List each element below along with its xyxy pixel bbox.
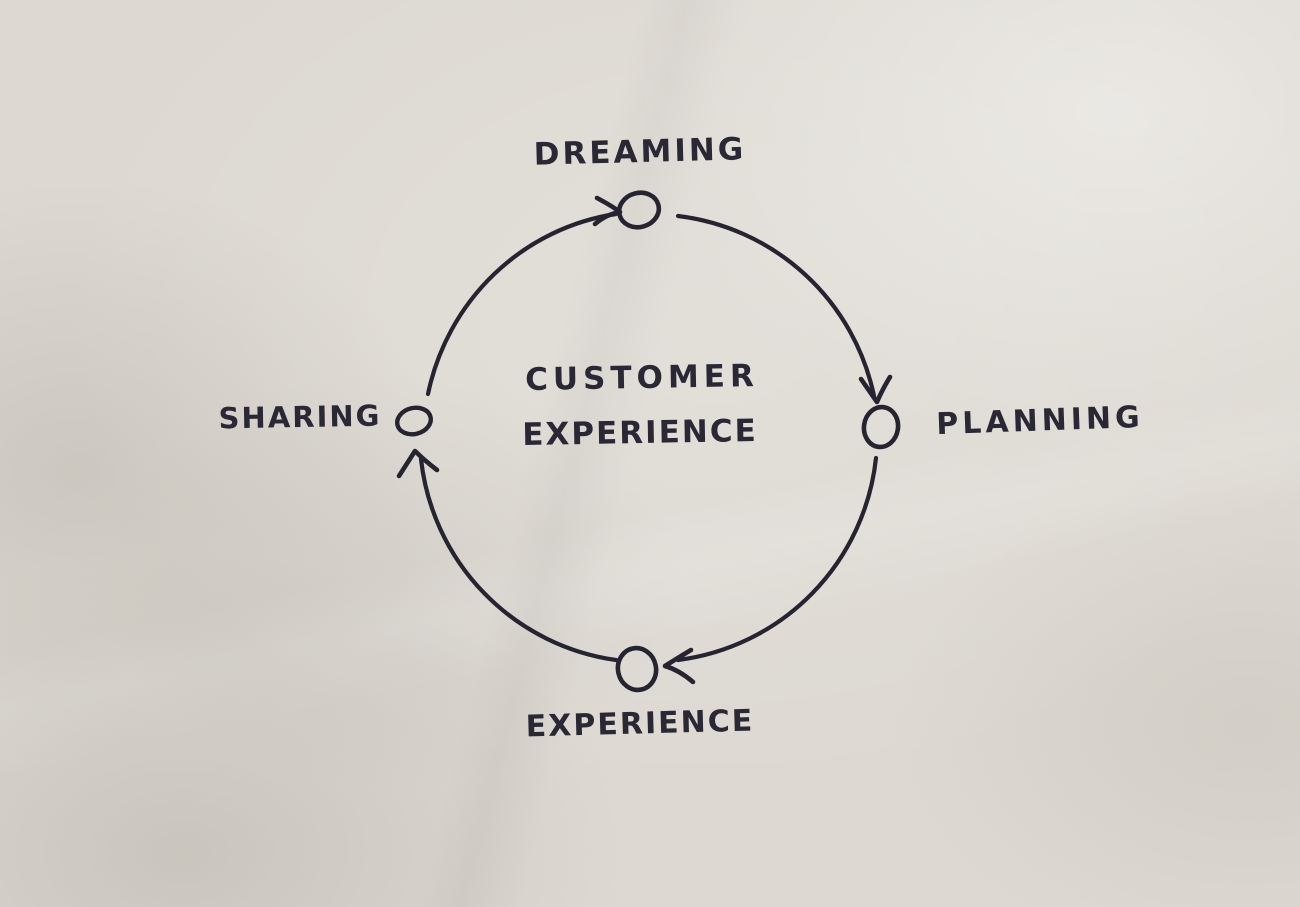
node-circle-sharing [395, 405, 433, 437]
center-label-line2: EXPERIENCE [521, 412, 759, 454]
center-label-line1: CUSTOMER [524, 357, 760, 399]
node-circle-experience [615, 645, 659, 693]
node-label-sharing: SHARING [218, 398, 382, 436]
node-label-dreaming: DREAMING [533, 131, 747, 173]
node-circle-dreaming [616, 190, 662, 230]
node-label-experience: EXPERIENCE [525, 703, 755, 745]
edge-experience-to-sharing [418, 456, 619, 663]
edge-dreaming-to-planning [675, 213, 877, 399]
node-label-planning: PLANNING [935, 399, 1145, 443]
arrowhead-into-experience [662, 647, 696, 685]
edge-planning-to-experience [675, 455, 879, 663]
edge-sharing-to-dreaming [425, 211, 619, 397]
node-circle-planning [861, 404, 901, 450]
arrowhead-into-planning [858, 374, 893, 405]
arrowhead-into-dreaming [592, 195, 623, 227]
arrowhead-into-sharing [396, 448, 440, 479]
diagram-strokes [395, 190, 901, 693]
